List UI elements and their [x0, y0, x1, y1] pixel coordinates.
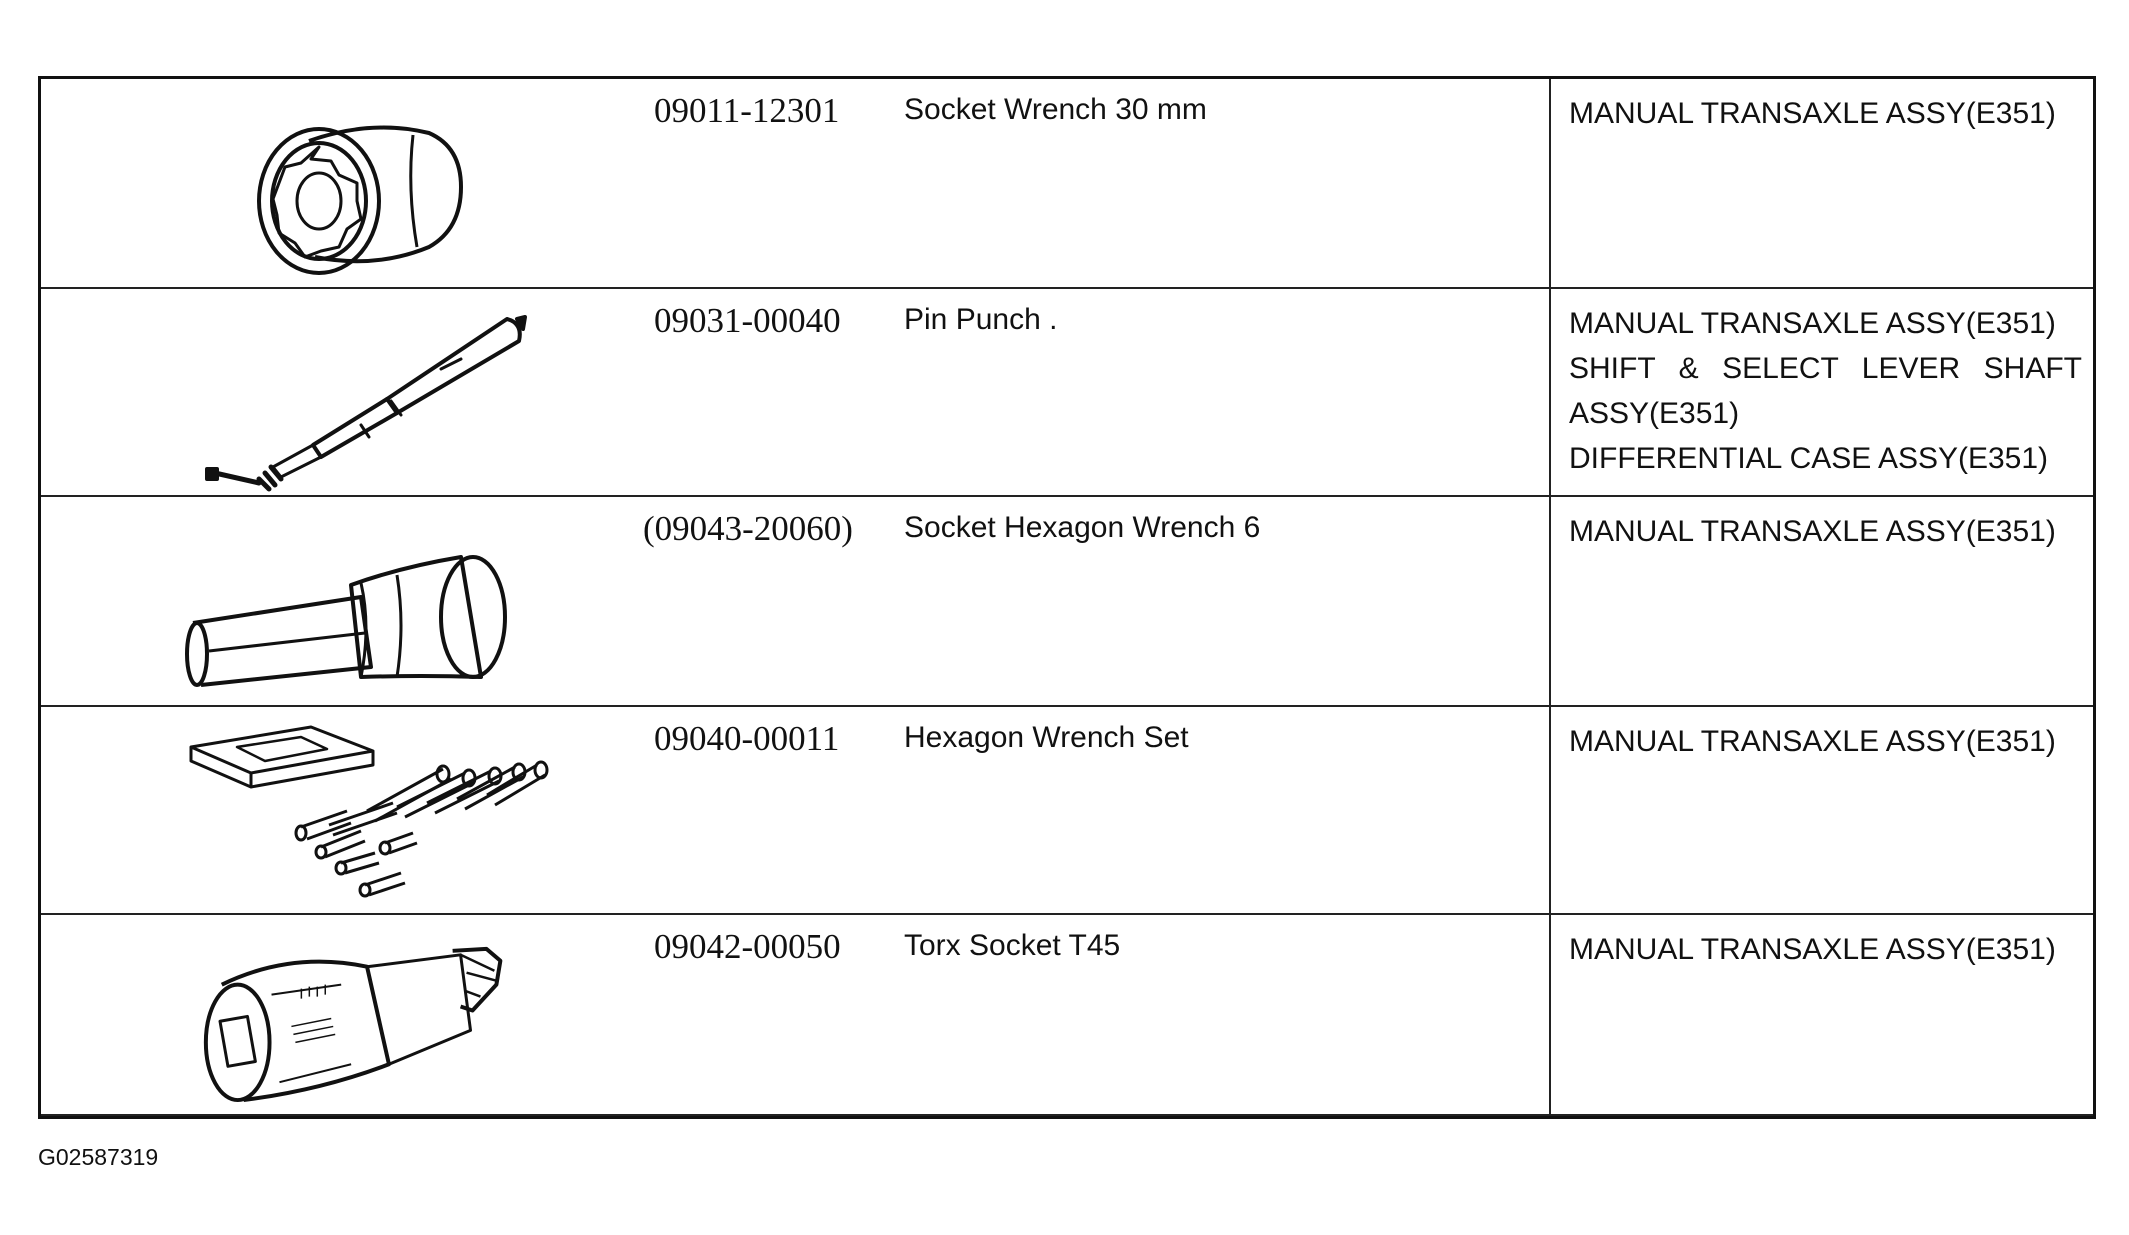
application-item: SHIFT & SELECT LEVER SHAFT [1569, 352, 2082, 385]
application-item: DIFFERENTIAL CASE ASSY(E351) [1569, 442, 2049, 475]
applications: MANUAL TRANSAXLE ASSY(E351) [1569, 91, 2082, 136]
column-divider [1549, 79, 1551, 1116]
tool-name: Torx Socket T45 [904, 929, 1121, 962]
applications: MANUAL TRANSAXLE ASSY(E351) [1569, 927, 2082, 972]
pin-punch-icon [161, 289, 591, 495]
tool-name: Socket Hexagon Wrench 6 [904, 511, 1261, 544]
table-row: 09042-00050 Torx Socket T45 MANUAL TRANS… [41, 915, 2093, 1116]
part-number: 09011-12301 [654, 91, 840, 130]
table-row: 09031-00040 Pin Punch . MANUAL TRANSAXLE… [41, 289, 2093, 497]
application-item: MANUAL TRANSAXLE ASSY(E351) [1569, 515, 2056, 548]
table-row: (09043-20060) Socket Hexagon Wrench 6 MA… [41, 497, 2093, 707]
tool-name: Pin Punch . [904, 303, 1058, 336]
application-item: ASSY(E351) [1569, 397, 1740, 430]
table-row: 09040-00011 Hexagon Wrench Set MANUAL TR… [41, 707, 2093, 915]
torx-socket-icon [161, 915, 591, 1114]
hexagon-wrench-set-icon [161, 707, 591, 913]
part-number: (09043-20060) [643, 509, 853, 548]
application-item: MANUAL TRANSAXLE ASSY(E351) [1569, 933, 2056, 966]
part-number: 09031-00040 [654, 301, 841, 340]
table-row: 09011-12301 Socket Wrench 30 mm MANUAL T… [41, 79, 2093, 289]
applications: MANUAL TRANSAXLE ASSY(E351) [1569, 719, 2082, 764]
socket-wrench-icon [161, 79, 591, 287]
tool-name: Hexagon Wrench Set [904, 721, 1189, 754]
applications: MANUAL TRANSAXLE ASSY(E351) SHIFT & SELE… [1569, 301, 2082, 481]
application-item: MANUAL TRANSAXLE ASSY(E351) [1569, 725, 2056, 758]
part-number: 09042-00050 [654, 927, 841, 966]
part-number: 09040-00011 [654, 719, 840, 758]
tool-name: Socket Wrench 30 mm [904, 93, 1207, 126]
figure-id: G02587319 [38, 1144, 159, 1170]
application-item: MANUAL TRANSAXLE ASSY(E351) [1569, 307, 2056, 340]
application-item: MANUAL TRANSAXLE ASSY(E351) [1569, 97, 2056, 130]
special-service-tools-table: 09011-12301 Socket Wrench 30 mm MANUAL T… [38, 76, 2096, 1119]
applications: MANUAL TRANSAXLE ASSY(E351) [1569, 509, 2082, 554]
hexagon-socket-icon [161, 497, 591, 705]
